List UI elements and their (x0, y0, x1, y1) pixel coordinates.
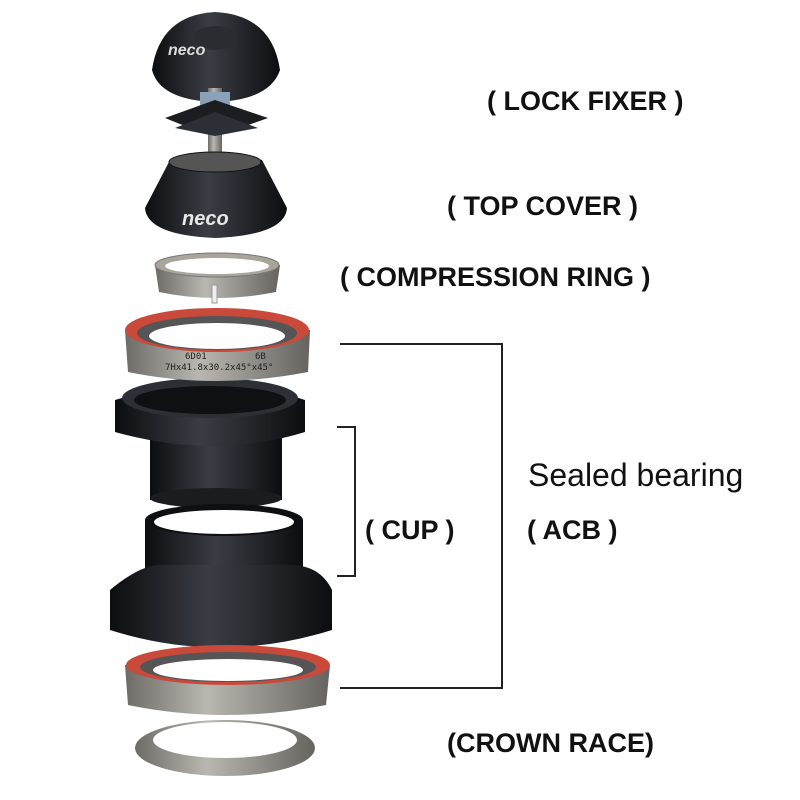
label-compression-ring: ( COMPRESSION RING ) (340, 262, 651, 292)
crown-race (135, 720, 315, 776)
lower-bearing (125, 645, 330, 715)
label-acb: ( ACB ) (527, 515, 618, 545)
label-sealed-bearing: Sealed bearing (528, 457, 744, 493)
label-cup: ( CUP ) (365, 515, 455, 545)
cup-bracket-side (354, 426, 356, 577)
bearing-code-2: 6B (255, 352, 266, 362)
label-lock-fixer: ( LOCK FIXER ) (487, 86, 684, 116)
acb-bracket-side (501, 343, 503, 689)
top-bearing: 6D01 6B 7Hx41.8x30.2x45°x45° (125, 308, 310, 381)
acb-bracket-bottom (340, 687, 502, 689)
bearing-code: 6D01 (185, 352, 207, 362)
acb-bracket-top (340, 343, 502, 345)
top-cap: neco (152, 12, 280, 102)
label-top-cover: ( TOP COVER ) (447, 191, 639, 221)
cup-bracket-bottom (337, 575, 355, 577)
bearing-spec: 7Hx41.8x30.2x45°x45° (165, 363, 273, 373)
compression-ring (154, 252, 280, 304)
top-cover: neco (145, 151, 287, 238)
top-cover-logo: neco (182, 208, 229, 230)
upper-cup (115, 378, 305, 508)
label-crown-race: (CROWN RACE) (447, 728, 654, 758)
lower-cup (110, 504, 332, 648)
cap-logo: neco (168, 42, 206, 59)
cup-bracket-top (337, 426, 355, 428)
